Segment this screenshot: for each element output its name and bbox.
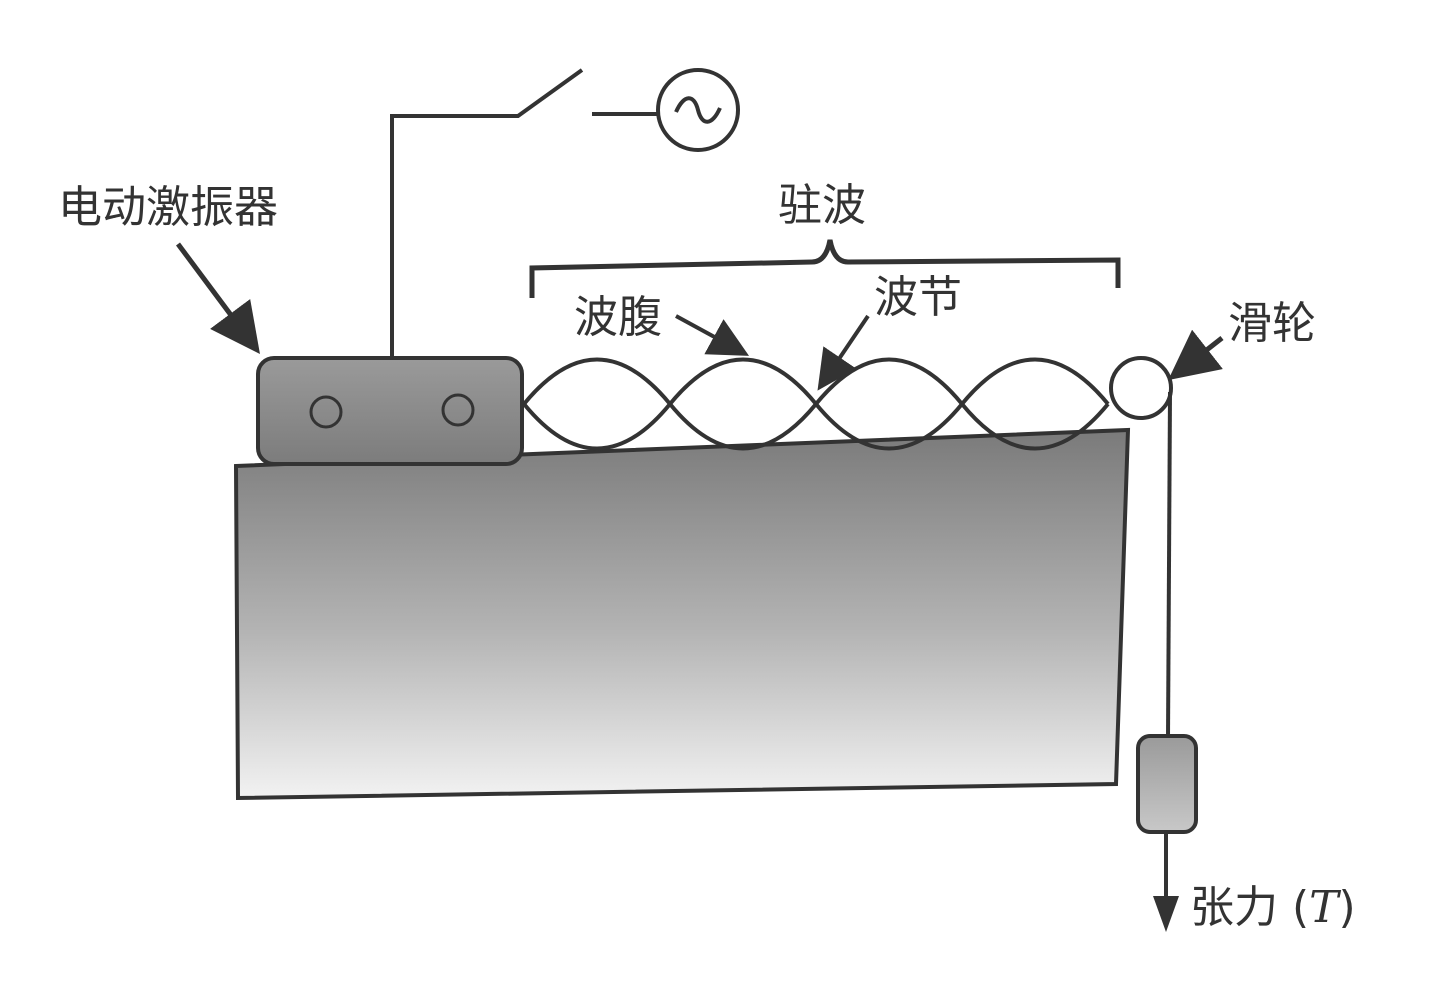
- exciter-label: 电动激振器: [58, 182, 278, 233]
- tension-label-suffix: ): [1339, 882, 1356, 933]
- pulley-arrow: [1168, 329, 1224, 381]
- node-label: 波节: [874, 272, 962, 323]
- standing-wave-string-lower: [522, 400, 1110, 451]
- tension-label: 张力 (T): [1190, 882, 1356, 933]
- exciter-knob-right: [441, 393, 475, 427]
- exciter-knob-left: [309, 395, 343, 429]
- tension-symbol: T: [1309, 882, 1342, 933]
- ac-source-icon: [656, 68, 740, 152]
- exciter-box: [256, 356, 524, 466]
- tension-label-prefix: 张力 (: [1190, 882, 1309, 933]
- standing-wave-bracket: [529, 239, 1121, 298]
- pulley-label: 滑轮: [1228, 298, 1316, 349]
- pulley: [1109, 356, 1173, 420]
- standing-wave-string-upper: [522, 357, 1110, 408]
- antinode-arrow: [675, 314, 750, 356]
- table: [233, 427, 1131, 801]
- antinode-label: 波腹: [574, 292, 662, 343]
- standing-wave-label: 驻波: [778, 180, 866, 231]
- exciter-arrow: [175, 242, 260, 355]
- hanging-string: [1166, 391, 1172, 739]
- circuit-wire: [390, 68, 584, 360]
- tension-arrow-head: [1153, 896, 1179, 932]
- hanging-weight: [1136, 734, 1198, 834]
- node-arrow: [817, 314, 870, 391]
